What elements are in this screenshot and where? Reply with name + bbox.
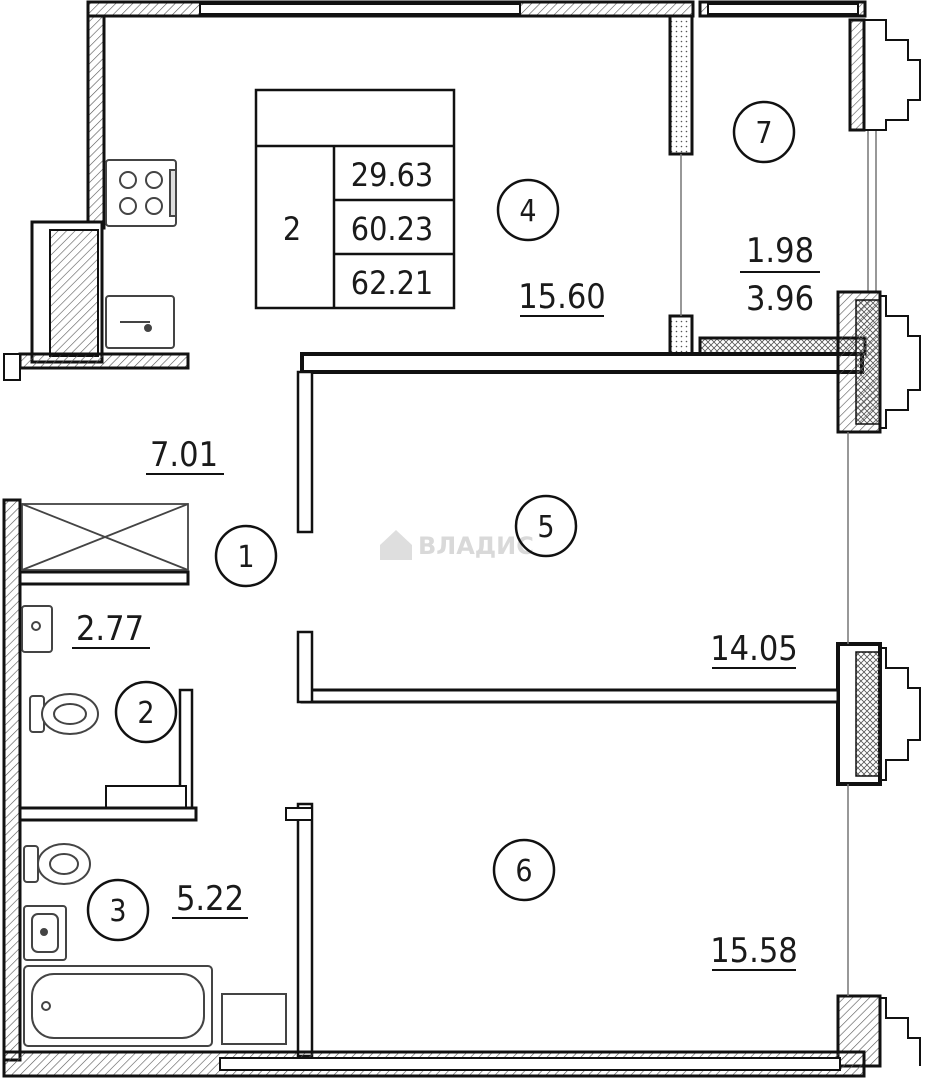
wall-kitchen-left <box>86 14 106 230</box>
bathtub-icon <box>23 965 213 1047</box>
wall-rooms-top <box>300 352 864 374</box>
room-1-number: 1 <box>237 540 254 575</box>
window-top <box>199 3 521 15</box>
bath-toilet-icon <box>23 843 91 885</box>
room-5-area: 14.05 <box>710 629 798 669</box>
wall-balcony-partition <box>668 14 694 156</box>
room-6-marker <box>492 838 556 902</box>
walls <box>2 0 882 1078</box>
total-area-with-balcony: 62.21 <box>351 264 433 302</box>
wall-wc-bottom <box>18 806 198 822</box>
wall-hall-right <box>296 370 314 534</box>
room-2-marker <box>114 680 178 744</box>
wardrobe <box>21 503 189 571</box>
total-area: 60.23 <box>351 210 433 248</box>
wall-wardrobe <box>18 570 190 586</box>
room-3-area: 5.22 <box>176 879 244 919</box>
wall-balcony-right <box>848 18 866 132</box>
living-area: 29.63 <box>351 156 433 194</box>
kitchen-sink-icon <box>105 295 175 349</box>
room-7-marker <box>732 100 796 164</box>
room-2-number: 2 <box>137 696 154 731</box>
rooms-count: 2 <box>283 210 301 248</box>
wall-rooms-middle <box>300 688 840 704</box>
room-4-number: 4 <box>519 194 536 229</box>
bath-sink-icon <box>23 905 67 961</box>
room-4-marker <box>496 178 560 242</box>
room-1-area: 7.01 <box>150 435 218 475</box>
wall-kitchen-bottom <box>18 352 190 370</box>
room-6-number: 6 <box>515 854 532 889</box>
apartment-summary-table <box>254 88 456 310</box>
room-6-area: 15.58 <box>710 931 798 971</box>
room-3-number: 3 <box>109 894 126 929</box>
stove-icon <box>105 159 177 227</box>
toilet-icon <box>29 693 99 735</box>
room-5-marker <box>514 494 578 558</box>
room-4-area: 15.60 <box>518 277 606 317</box>
room-7-area-coef: 3.96 <box>746 279 814 319</box>
room-7-area: 1.98 <box>746 231 814 271</box>
window-bays <box>864 19 921 1066</box>
room-2-area: 2.77 <box>76 609 144 649</box>
watermark: ВЛАДИС <box>380 530 534 560</box>
room-5-number: 5 <box>537 510 554 545</box>
wall-left <box>2 498 22 1062</box>
washing-machine <box>221 993 287 1045</box>
room-3-marker <box>86 878 150 942</box>
room-7-number: 7 <box>755 116 772 151</box>
watermark-text: ВЛАДИС <box>418 532 534 560</box>
wc-sink-icon <box>21 605 53 653</box>
room-1-marker <box>214 524 278 588</box>
